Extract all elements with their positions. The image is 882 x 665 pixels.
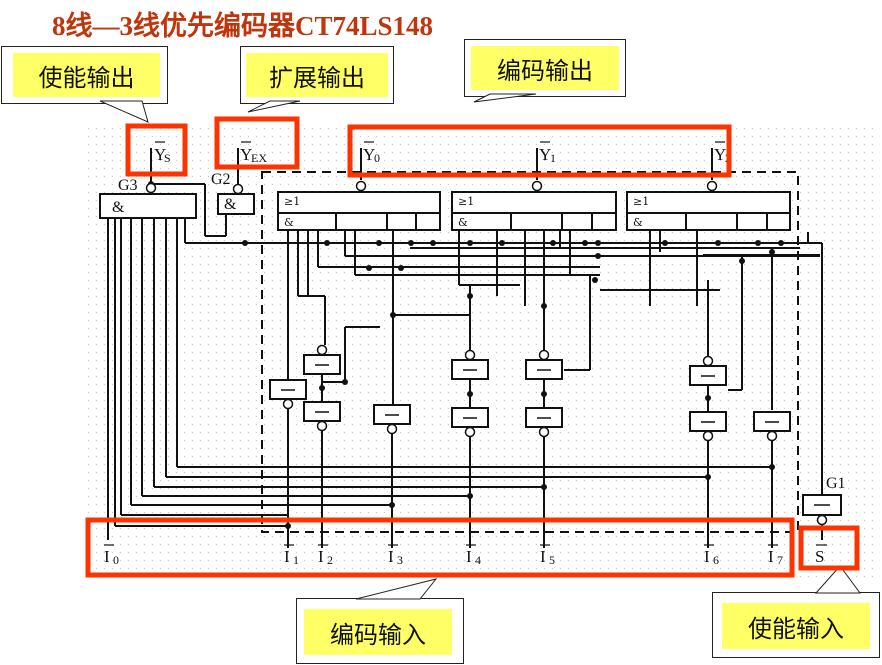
output-block-y0: ≥1 & — [277, 180, 441, 231]
gate-g2-label: G2 — [211, 171, 231, 188]
svg-text:Y: Y — [154, 145, 166, 164]
highlight-boxes — [85, 116, 860, 578]
svg-text:&: & — [458, 216, 468, 229]
inversion-bubble — [538, 426, 550, 438]
gate-g3-label: G3 — [118, 177, 138, 194]
junction-dots — [148, 181, 784, 529]
gate-g1 — [802, 475, 842, 526]
output-block-y1: ≥1 & — [451, 180, 617, 231]
svg-text:≥1: ≥1 — [284, 195, 300, 208]
svg-text:6: 6 — [713, 553, 719, 567]
inversion-bubble — [702, 430, 714, 442]
inversion-bubble — [316, 420, 328, 432]
callout-code-output-label: 编码输出 — [471, 46, 619, 90]
svg-text:I: I — [768, 547, 774, 566]
inversion-bubble — [282, 398, 294, 410]
svg-text:I: I — [540, 547, 546, 566]
highlight-yex — [214, 116, 300, 170]
callout-enable-output-label: 使能输出 — [13, 53, 160, 97]
svg-text:Y: Y — [240, 145, 252, 164]
output-block-y2: ≥1 & — [626, 180, 791, 231]
inversion-bubble — [386, 423, 398, 435]
gate-g2: & — [217, 183, 255, 215]
svg-text:S: S — [164, 151, 171, 165]
callout-pointers — [99, 93, 861, 600]
pin-yex: Y EX — [240, 141, 267, 165]
svg-text:I: I — [284, 547, 290, 566]
inversion-bubble — [766, 430, 778, 442]
pin-ys: Y S — [154, 141, 171, 165]
svg-text:&: & — [112, 199, 125, 216]
svg-text:≥1: ≥1 — [458, 195, 474, 208]
inverter-gates — [269, 344, 791, 442]
gate-g3: & — [99, 182, 197, 219]
svg-text:7: 7 — [777, 553, 783, 567]
callout-enable-input-label: 使能输入 — [722, 603, 870, 649]
svg-text:Y: Y — [363, 145, 375, 164]
pin-y0: Y 0 — [363, 141, 380, 165]
svg-text:&: & — [224, 196, 237, 213]
callout-enable-input: 使能输入 — [712, 592, 880, 658]
highlight-enable-input — [798, 525, 860, 571]
svg-text:4: 4 — [475, 553, 481, 567]
inversion-bubble — [702, 355, 714, 367]
gate-g1-label: G1 — [826, 475, 846, 492]
svg-text:I: I — [104, 547, 110, 566]
svg-text:EX: EX — [251, 151, 267, 165]
diagram-title: 8线—3线优先编码器CT74LS148 — [52, 11, 434, 41]
inversion-bubble — [538, 349, 550, 361]
callout-expand-output: 扩展输出 — [240, 46, 394, 104]
svg-text:≥1: ≥1 — [633, 195, 649, 208]
svg-text:S: S — [815, 547, 824, 566]
svg-text:1: 1 — [550, 151, 556, 165]
svg-text:Y: Y — [714, 145, 726, 164]
svg-text:1: 1 — [293, 553, 299, 567]
highlight-ys — [125, 123, 188, 177]
svg-text:I: I — [318, 547, 324, 566]
chip-boundary-dashed — [261, 171, 799, 533]
highlight-code-output — [347, 124, 732, 178]
svg-text:I: I — [704, 547, 710, 566]
callout-code-input: 编码输入 — [296, 598, 464, 664]
svg-text:5: 5 — [549, 553, 555, 567]
callout-code-output: 编码输出 — [464, 39, 626, 97]
svg-text:&: & — [633, 216, 643, 229]
svg-text:0: 0 — [374, 151, 380, 165]
svg-text:&: & — [284, 216, 294, 229]
inversion-bubble — [464, 426, 476, 438]
highlight-code-input — [85, 517, 795, 578]
inversion-bubble — [316, 344, 328, 356]
inversion-bubble — [464, 349, 476, 361]
svg-text:3: 3 — [397, 553, 403, 567]
callout-expand-output-label: 扩展输出 — [246, 53, 388, 97]
svg-text:Y: Y — [539, 145, 551, 164]
svg-text:I: I — [466, 547, 472, 566]
pin-s: S — [815, 544, 827, 566]
svg-text:2: 2 — [327, 553, 333, 567]
callout-code-input-label: 编码输入 — [304, 609, 452, 655]
svg-text:I: I — [388, 547, 394, 566]
callout-enable-output: 使能输出 — [1, 46, 168, 104]
svg-text:0: 0 — [113, 553, 119, 567]
pin-y1: Y 1 — [539, 141, 556, 165]
